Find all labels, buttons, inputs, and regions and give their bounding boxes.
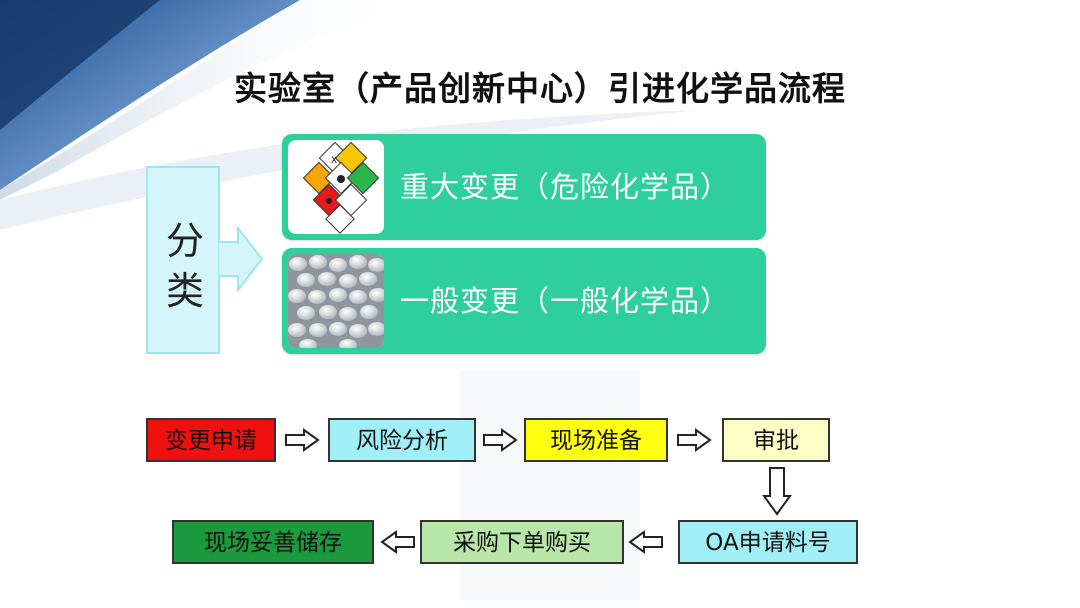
arrow-right-icon — [483, 428, 518, 452]
arrow-right-icon — [677, 428, 712, 452]
category-card-hazardous: X 重大变更（危险化学品） — [282, 134, 766, 240]
step-site-preparation: 现场准备 — [524, 418, 668, 462]
category-label-hazardous: 重大变更（危险化学品） — [400, 170, 731, 204]
step-change-request: 变更申请 — [146, 418, 276, 462]
classification-box: 分 类 — [146, 166, 220, 354]
arrow-down-icon — [762, 467, 792, 516]
classification-arrow-icon — [218, 226, 264, 292]
step-purchase-order: 采购下单购买 — [420, 520, 624, 564]
chemical-pellets-image — [288, 254, 384, 348]
svg-text:X: X — [331, 156, 337, 166]
page-title: 实验室（产品创新中心）引进化学品流程 — [234, 69, 846, 108]
step-risk-analysis: 风险分析 — [328, 418, 476, 462]
arrow-left-icon — [380, 530, 415, 554]
step-proper-storage: 现场妥善储存 — [172, 520, 374, 564]
step-approval: 审批 — [722, 418, 830, 462]
category-card-general: 一般变更（一般化学品） — [282, 248, 766, 354]
arrow-left-icon — [628, 530, 663, 554]
classification-label-char-1: 分 — [165, 219, 204, 263]
hazard-symbols-image: X — [288, 140, 384, 234]
classification-label-char-2: 类 — [165, 269, 204, 313]
category-label-general: 一般变更（一般化学品） — [400, 284, 731, 318]
arrow-right-icon — [285, 428, 320, 452]
step-oa-material-number: OA申请料号 — [678, 520, 858, 564]
